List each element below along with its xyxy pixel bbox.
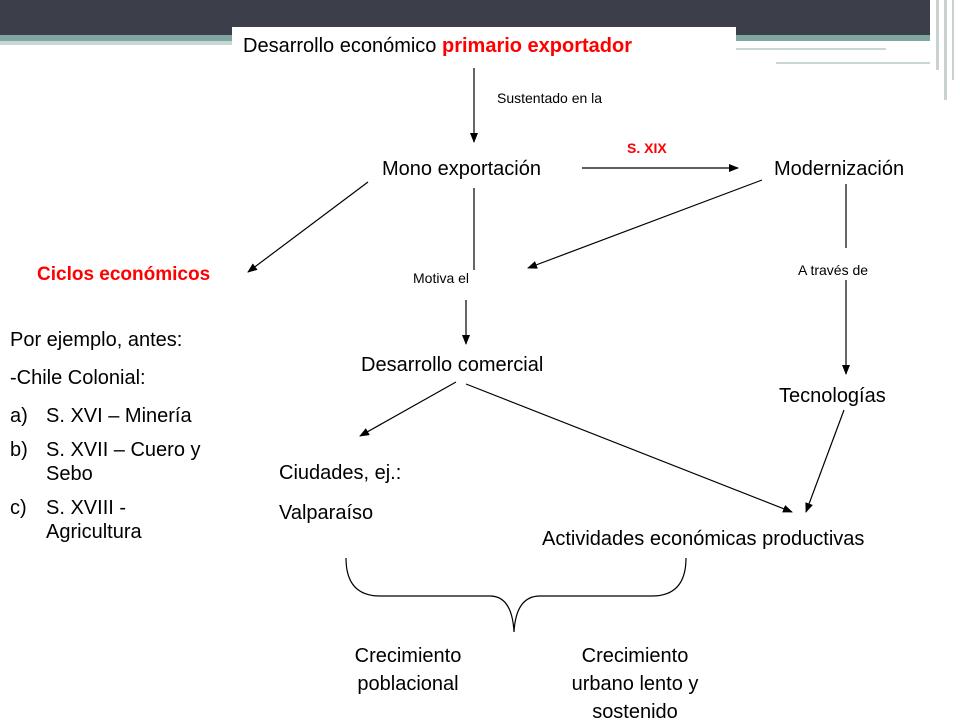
crec2-line3: sostenido [592, 701, 678, 723]
crec2-line2: urbano lento y [571, 673, 699, 695]
node-mono-exportacion: Mono exportación [382, 158, 541, 180]
node-ciudades: Ciudades, ej.: [279, 462, 402, 484]
list-item: a) S. XVI – Minería [10, 404, 216, 428]
title-main: Desarrollo económico [243, 35, 442, 57]
crec1-line1: Crecimiento [354, 645, 462, 667]
label-motiva: Motiva el [413, 270, 470, 286]
right-edge-panel [930, 0, 960, 720]
label-atraves: A través de [798, 262, 869, 278]
node-desarrollo-comercial: Desarrollo comercial [361, 354, 544, 376]
header-thin-line-2 [776, 62, 936, 64]
list-item: b) S. XVII – Cuero y Sebo [10, 438, 216, 486]
crec1-line2: poblacional [357, 673, 459, 695]
arrow-tecno-to-actividades [805, 409, 845, 513]
header-thin-line [736, 48, 886, 50]
arrow-desarrollo-to-actividades [465, 383, 793, 513]
brace-grouping [345, 557, 687, 633]
list-item-text: S. XVI – Minería [46, 405, 192, 427]
arrow-mono-to-ciclos [247, 181, 369, 273]
node-modernizacion: Modernización [774, 158, 905, 180]
header-teal-stripe-right [736, 35, 936, 41]
crec2-line1: Crecimiento [581, 645, 689, 667]
label-sxix: S. XIX [627, 140, 667, 156]
node-crecimiento-urbano: Crecimiento urbano lento y sostenido [550, 642, 720, 726]
example-intro: Por ejemplo, antes: [10, 329, 183, 351]
node-actividades: Actividades económicas productivas [542, 528, 865, 550]
arrow-desarrollo-to-ciudades [359, 381, 457, 437]
header-light-stripe [0, 41, 232, 45]
list-item-mark: c) [10, 497, 27, 519]
list-item-mark: b) [10, 439, 28, 461]
example-colonial: -Chile Colonial: [10, 367, 146, 389]
right-vertical-line-3 [952, 0, 954, 80]
node-tecnologias: Tecnologías [779, 385, 886, 407]
list-item-text: S. XVII – Cuero y Sebo [46, 439, 201, 485]
list-item: c) S. XVIII - Agricultura [10, 496, 216, 544]
title-highlight: primario exportador [441, 35, 633, 57]
example-list: Por ejemplo, antes: -Chile Colonial: a) … [10, 328, 216, 554]
node-ciclos-economicos: Ciclos económicos [37, 264, 211, 285]
arrow-modern-to-motiva [527, 179, 763, 269]
list-item-mark: a) [10, 405, 28, 427]
node-crecimiento-poblacional: Crecimiento poblacional [328, 642, 488, 698]
label-sustentado: Sustentado en la [497, 90, 603, 106]
list-item-text: S. XVIII - Agricultura [46, 497, 142, 543]
right-vertical-line-2 [944, 0, 947, 100]
right-vertical-line [936, 0, 939, 70]
node-valparaiso: Valparaíso [279, 502, 374, 524]
diagram-title: Desarrollo económico primario exportador [243, 35, 632, 58]
title-box [232, 27, 736, 65]
header-teal-stripe [0, 35, 232, 41]
